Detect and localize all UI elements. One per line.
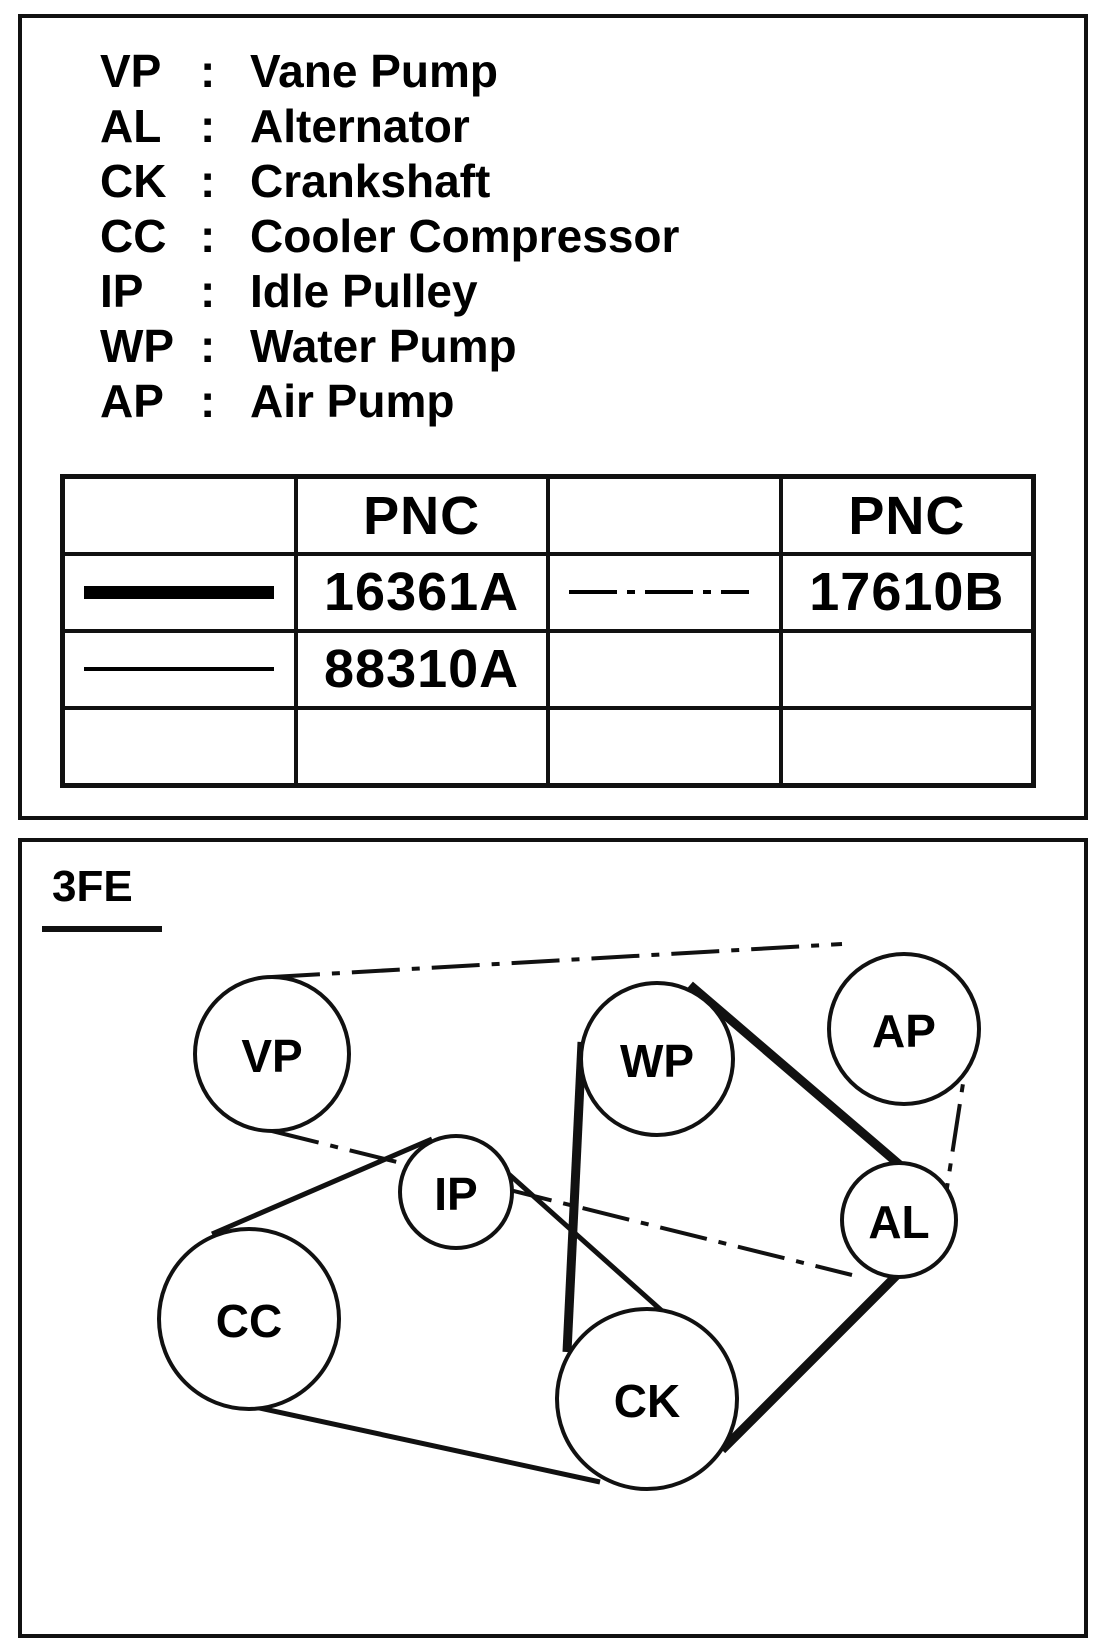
legend-row-al: AL : Alternator xyxy=(100,99,679,154)
line-style-cell xyxy=(545,552,783,633)
header-cell-pnc: PNC xyxy=(293,474,550,556)
belt-segment xyxy=(718,1266,906,1454)
pulley-label: AL xyxy=(868,1196,929,1248)
pnc-row: 16361A 17610B xyxy=(60,552,1036,633)
belt-segment xyxy=(271,942,843,979)
legend-code: AL xyxy=(100,100,162,152)
header-cell-line xyxy=(545,474,783,556)
belt-thin xyxy=(211,1136,682,1485)
legend-code: IP xyxy=(100,265,144,317)
belt-segment xyxy=(211,1136,433,1237)
pulley-label: CK xyxy=(614,1375,680,1427)
legend-colon: : xyxy=(200,210,216,262)
legend-colon: : xyxy=(200,265,216,317)
belt-routing-diagram: VP WP AP IP AL CC xyxy=(157,942,981,1491)
belt-segment xyxy=(687,981,911,1176)
abbreviation-legend: VP : Vane Pump AL : Alternator CK : Cran… xyxy=(100,44,679,429)
header-cell-pnc: PNC xyxy=(778,474,1036,556)
legend-name: Idle Pulley xyxy=(250,265,478,317)
engine-code-underline xyxy=(42,926,162,932)
legend-panel: VP : Vane Pump AL : Alternator CK : Cran… xyxy=(18,14,1088,820)
pnc-cell xyxy=(778,705,1036,788)
legend-name: Air Pump xyxy=(250,375,455,427)
belt-segment xyxy=(231,1399,601,1485)
pnc-cell: 16361A xyxy=(293,552,550,633)
pulley-water-pump: WP xyxy=(579,981,735,1137)
legend-code: WP xyxy=(100,320,175,372)
pulley-label: VP xyxy=(241,1030,302,1082)
legend-row-ip: IP : Idle Pulley xyxy=(100,264,679,319)
pnc-cell: 17610B xyxy=(778,552,1036,633)
line-style-cell xyxy=(60,705,298,788)
legend-row-ck: CK : Crankshaft xyxy=(100,154,679,209)
header-cell-line xyxy=(60,474,298,556)
pulley-crankshaft: CK xyxy=(555,1307,739,1491)
thick-line-sample xyxy=(84,585,275,599)
line-style-cell xyxy=(545,705,783,788)
legend-colon: : xyxy=(200,45,216,97)
legend-name: Cooler Compressor xyxy=(250,210,680,262)
legend-colon: : xyxy=(200,375,216,427)
pulley-idle-pulley: IP xyxy=(398,1134,514,1250)
pulley-label: AP xyxy=(872,1005,936,1057)
pulley-label: IP xyxy=(434,1168,477,1220)
legend-row-ap: AP : Air Pump xyxy=(100,374,679,429)
thin-line-sample xyxy=(84,667,275,672)
pnc-header-row: PNC PNC xyxy=(60,474,1036,556)
line-style-cell xyxy=(545,628,783,710)
legend-name: Crankshaft xyxy=(250,155,491,207)
pnc-table: PNC PNC 16361A 17610B 88310A xyxy=(60,474,1036,788)
engine-code-label: 3FE xyxy=(52,862,133,911)
legend-row-wp: WP : Water Pump xyxy=(100,319,679,374)
belt-segment xyxy=(271,1129,853,1277)
legend-row-vp: VP : Vane Pump xyxy=(100,44,679,99)
legend-row-cc: CC : Cooler Compressor xyxy=(100,209,679,264)
legend-code: CK xyxy=(100,155,167,207)
pulley-vane-pump: VP xyxy=(193,975,351,1133)
line-style-cell xyxy=(60,552,298,633)
legend-colon: : xyxy=(200,320,216,372)
belt-diagram-panel: 3FE VP xyxy=(18,838,1088,1638)
pnc-cell xyxy=(293,705,550,788)
pnc-cell: 88310A xyxy=(293,628,550,710)
pulley-cooler-compressor: CC xyxy=(157,1227,341,1411)
pnc-row xyxy=(60,705,1036,788)
belt-thick xyxy=(562,981,911,1454)
pulley-label: WP xyxy=(620,1035,694,1087)
legend-name: Water Pump xyxy=(250,320,517,372)
legend-code: CC xyxy=(100,210,167,262)
pnc-cell xyxy=(778,628,1036,710)
belt-segment xyxy=(482,1150,682,1329)
belt-segment xyxy=(562,1041,587,1353)
legend-name: Alternator xyxy=(250,100,470,152)
legend-name: Vane Pump xyxy=(250,45,498,97)
pnc-row: 88310A xyxy=(60,628,1036,710)
pulley-alternator: AL xyxy=(840,1161,958,1279)
pulley-label: CC xyxy=(216,1295,282,1347)
dash-dot-line-sample xyxy=(569,590,750,595)
legend-code: VP xyxy=(100,45,162,97)
legend-colon: : xyxy=(200,155,216,207)
pulley-air-pump: AP xyxy=(827,952,981,1106)
line-style-cell xyxy=(60,628,298,710)
legend-colon: : xyxy=(200,100,216,152)
legend-code: AP xyxy=(100,375,164,427)
